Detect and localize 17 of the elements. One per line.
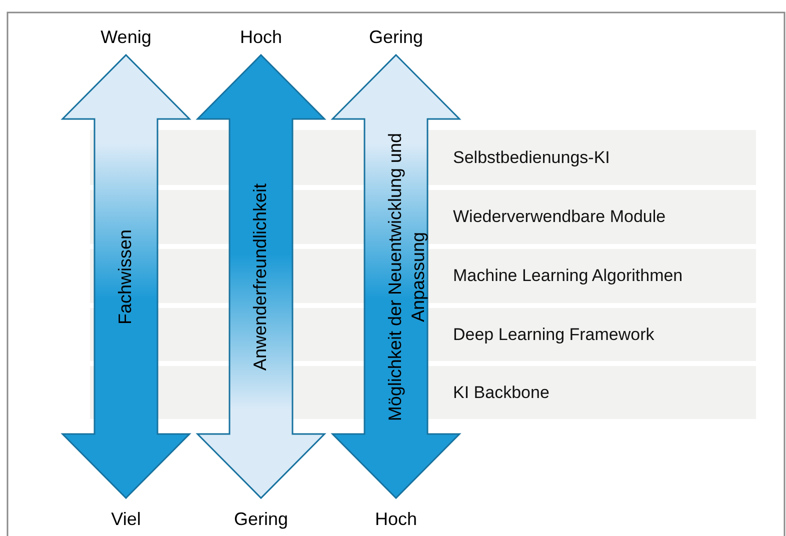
layer-label: Wiederverwendbare Module: [453, 207, 666, 227]
scale-end-label: Hoch: [346, 508, 446, 532]
edge-label: Fachwissen: [114, 228, 136, 326]
layer-label: Selbstbedienungs-KI: [453, 148, 610, 168]
scale-end-label: Wenig: [76, 26, 176, 50]
double-arrow: [196, 54, 326, 500]
scale-end-label: Hoch: [211, 26, 311, 50]
scale-end-label: Gering: [211, 508, 311, 532]
scale-end-label: Viel: [76, 508, 176, 532]
double-arrow: [60, 54, 192, 500]
layer-label: Deep Learning Framework: [453, 324, 654, 344]
layer-label: Machine Learning Algorithmen: [453, 266, 683, 286]
double-arrow: [330, 54, 462, 500]
edge-label: Möglichkeit der Neuentwicklung und Anpassung: [384, 131, 429, 423]
edge-label: Anwenderfreundlichkeit: [249, 182, 271, 372]
scale-end-label: Gering: [346, 26, 446, 50]
layer-label: KI Backbone: [453, 382, 550, 402]
